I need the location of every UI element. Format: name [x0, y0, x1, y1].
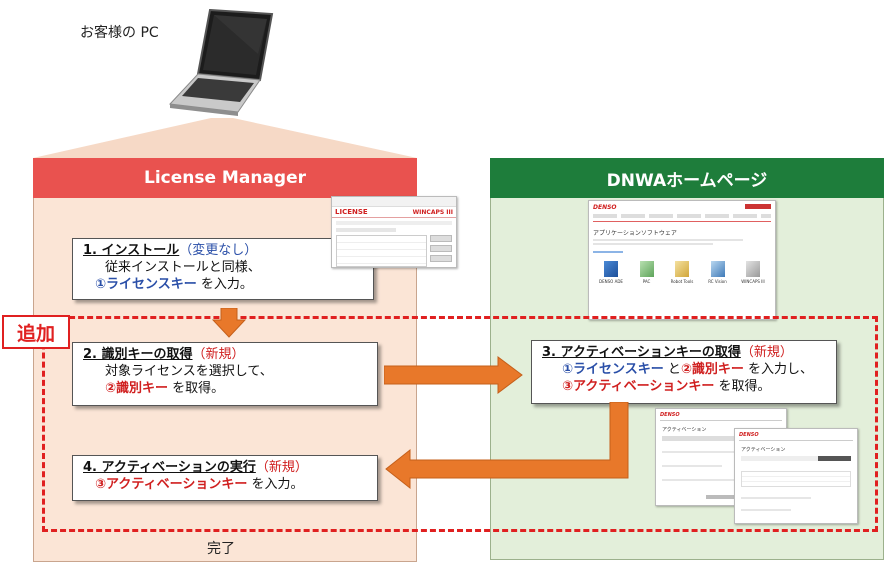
- step3-line1-rest: を入力し、: [743, 362, 814, 377]
- step2-identification-key: ②識別キー: [105, 381, 169, 396]
- activation2-heading: アクティベーション: [741, 447, 786, 453]
- step4-title: 4. アクティベーションの実行: [83, 460, 256, 475]
- step3-activation-key: ③アクティベーションキー: [562, 379, 715, 394]
- product-card[interactable]: PAC: [631, 261, 663, 284]
- step2-line1: 対象ライセンスを選択して、: [105, 364, 273, 379]
- step4-tag: （新規）: [255, 460, 308, 475]
- done-label: 完了: [207, 541, 235, 557]
- product-label: RC Vision: [708, 279, 727, 284]
- laptop-icon: [168, 8, 274, 116]
- step2-tag: （新規）: [192, 347, 245, 362]
- step1-box: 1. インストール（変更なし） 従来インストールと同様、 ①ライセンスキー を入…: [72, 238, 374, 300]
- step4-box: 4. アクティベーションの実行（新規） ③アクティベーションキー を入力。: [72, 455, 378, 501]
- step2-line2-rest: を取得。: [168, 381, 225, 396]
- activation-screenshot-2: DENSO アクティベーション: [734, 428, 858, 524]
- step4-line1-rest: を入力。: [247, 477, 304, 492]
- web-page-heading: アプリケーションソフトウェア: [593, 230, 677, 237]
- activation2-brand: DENSO: [739, 432, 759, 438]
- product-label: PAC: [642, 279, 651, 284]
- product-label: WINCAPS III: [741, 279, 765, 284]
- product-card[interactable]: DENSO ADE: [595, 261, 627, 284]
- step3-identification-key: ②識別キー: [680, 362, 744, 377]
- product-label: Robot Tools: [670, 279, 694, 284]
- added-region-border: [42, 316, 878, 532]
- activation1-brand: DENSO: [660, 412, 680, 418]
- product-card[interactable]: Robot Tools: [666, 261, 698, 284]
- step1-tag: （変更なし）: [179, 243, 258, 258]
- connector-cone: [33, 118, 417, 158]
- step3-license-key: ①ライセンスキー: [562, 362, 664, 377]
- license-window-brand: WINCAPS III: [412, 208, 453, 216]
- step1-line2-rest: を入力。: [196, 277, 253, 292]
- step2-box: 2. 識別キーの取得（新規） 対象ライセンスを選択して、 ②識別キー を取得。: [72, 342, 378, 406]
- step1-title: 1. インストール: [83, 243, 180, 258]
- license-window-screenshot: LICENSE WINCAPS III: [331, 196, 457, 268]
- right-arrow-icon: [384, 356, 523, 394]
- dnwa-header: DNWAホームページ: [490, 158, 884, 198]
- down-arrow-icon: [212, 308, 246, 338]
- step3-title: 3. アクティベーションキーの取得: [542, 345, 741, 360]
- step3-mid: と: [663, 362, 681, 377]
- step3-tag: （新規）: [740, 345, 793, 360]
- return-arrow-icon: [385, 402, 629, 490]
- product-card[interactable]: RC Vision: [702, 261, 734, 284]
- step2-title: 2. 識別キーの取得: [83, 347, 193, 362]
- license-window-title: LICENSE: [335, 208, 368, 216]
- pc-label: お客様の PC: [80, 25, 159, 41]
- web-brand-logo: DENSO: [593, 204, 617, 211]
- step1-line1: 従来インストールと同様、: [105, 260, 261, 275]
- license-manager-header: License Manager: [33, 158, 417, 198]
- product-card[interactable]: WINCAPS III: [737, 261, 769, 284]
- step1-license-key: ①ライセンスキー: [95, 277, 197, 292]
- step3-line2-rest: を取得。: [714, 379, 771, 394]
- dnwa-web-screenshot: DENSO アプリケーションソフトウェア DENSO ADE PAC Robot…: [588, 200, 776, 320]
- product-label: DENSO ADE: [599, 279, 623, 284]
- added-label: 追加: [2, 315, 70, 349]
- activation1-heading: アクティベーション: [662, 427, 707, 433]
- step4-activation-key: ③アクティベーションキー: [95, 477, 248, 492]
- step3-box: 3. アクティベーションキーの取得（新規） ①ライセンスキー と②識別キー を入…: [531, 340, 837, 404]
